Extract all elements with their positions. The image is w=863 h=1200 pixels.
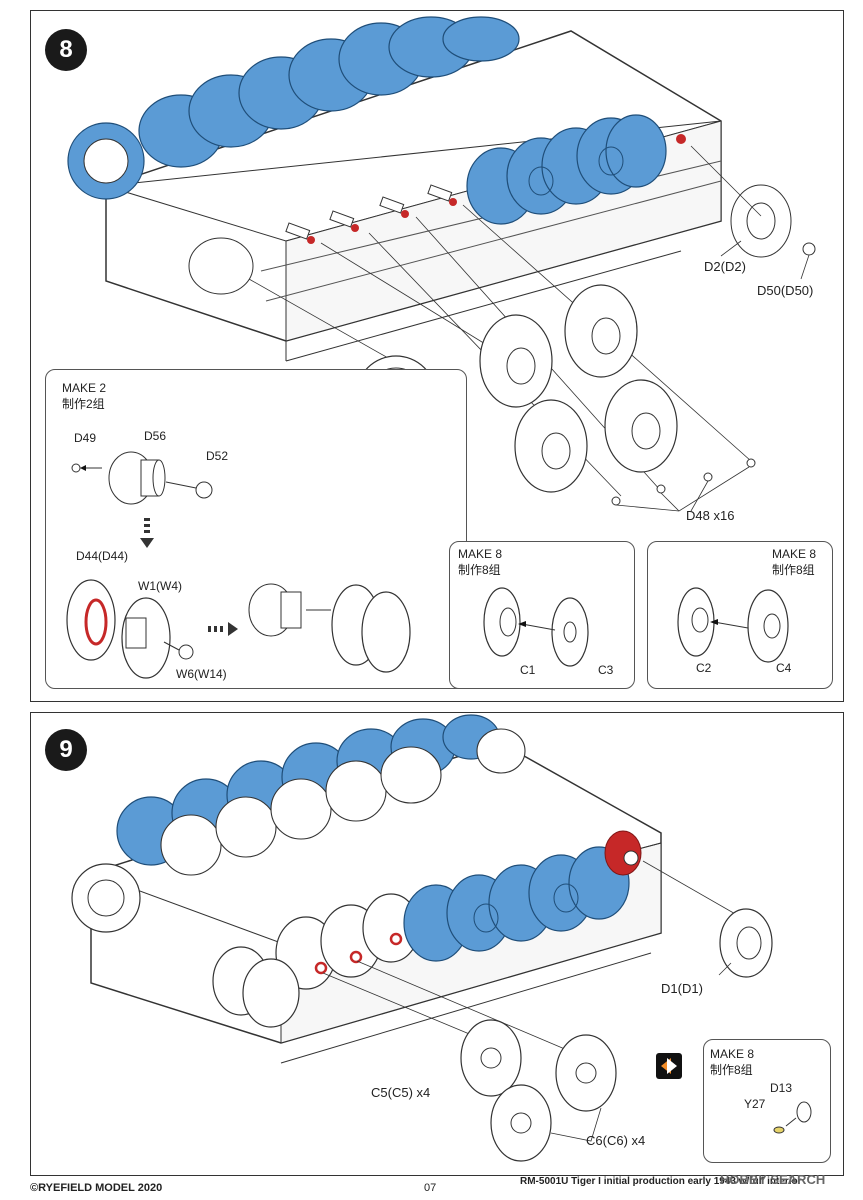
make-2-title-cn: 制作2组	[62, 397, 105, 411]
make-2-title: MAKE 2	[62, 381, 107, 395]
make-8-c-illustration	[773, 1101, 812, 1134]
watermark-hobby-search: HOBBY SEARCH	[720, 1172, 826, 1187]
part-label-c1: C1	[520, 663, 536, 677]
footer-copyright: ©RYEFIELD MODEL 2020	[30, 1182, 163, 1194]
make-8-box-c1-c3: MAKE 8 制作8组 C1 C3	[449, 541, 635, 689]
part-label-d13: D13	[770, 1081, 793, 1095]
step-9-badge: 9	[45, 729, 87, 771]
make-8-c-title: MAKE 8	[710, 1047, 755, 1061]
part-label-d44: D44(D44)	[76, 549, 129, 563]
step-9-panel: 9	[30, 712, 844, 1176]
make-8-a-title: MAKE 8	[458, 547, 503, 561]
make-8-b-title-cn: 制作8组	[772, 563, 815, 577]
make-8-a-title-cn: 制作8组	[458, 563, 501, 577]
part-label-d49: D49	[74, 431, 97, 445]
part-label-d56: D56	[144, 429, 167, 443]
make-8-a-illustration	[483, 587, 589, 667]
make-8-box-d13-y27: MAKE 8 制作8组 D13 Y27	[703, 1039, 831, 1163]
make-2-subassembly-box: MAKE 2 制作2组	[45, 369, 467, 689]
part-label-d50: D50(D50)	[757, 283, 814, 298]
part-label-d2: D2(D2)	[704, 259, 746, 274]
part-label-w6: W6(W14)	[176, 667, 227, 681]
part-label-d52: D52	[206, 449, 229, 463]
part-label-c3: C3	[598, 663, 614, 677]
part-label-c5: C5(C5) x4	[371, 1085, 431, 1100]
part-label-w1: W1(W4)	[138, 579, 182, 593]
make-8-c-title-cn: 制作8组	[710, 1063, 753, 1077]
make-8-b-illustration	[677, 587, 789, 663]
make-8-box-c2-c4: MAKE 8 制作8组 C2 C4	[647, 541, 833, 689]
part-label-y27: Y27	[744, 1097, 766, 1111]
part-label-c4: C4	[776, 661, 792, 675]
step-8-badge: 8	[45, 29, 87, 71]
part-label-c2: C2	[696, 661, 712, 675]
footer-product: RM-5001U Tiger I initial production earl…	[520, 1176, 802, 1187]
part-label-d1: D1(D1)	[661, 981, 703, 996]
make-2-illustration	[66, 451, 411, 679]
part-label-d48: D48 x16	[686, 508, 735, 523]
part-label-c6: C6(C6) x4	[586, 1133, 646, 1148]
footer-page-number: 07	[424, 1182, 437, 1194]
step-9-hull-illustration	[71, 714, 773, 1162]
make-8-b-title: MAKE 8	[772, 547, 817, 561]
step-8-panel: 8	[30, 10, 844, 702]
